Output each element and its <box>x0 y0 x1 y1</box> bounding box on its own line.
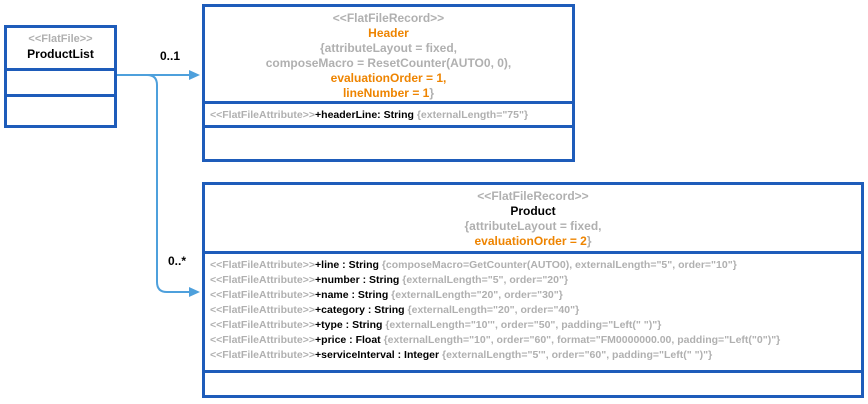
attribute-stereotype: <<FlatFileAttribute>> <box>210 109 316 121</box>
product-constraint-line: evaluationOrder = 2} <box>205 234 861 249</box>
productlist-class-box: <<FlatFile>> ProductList <box>4 25 117 128</box>
attribute-props: {externalLength="5'", order="60", paddin… <box>441 349 713 361</box>
attribute-name: +category : String <box>315 304 408 316</box>
product-constraint-line: {attributeLayout = fixed, <box>464 219 602 233</box>
product-constraint-tail: } <box>586 234 592 248</box>
attribute-name: +type : String <box>315 319 386 331</box>
attribute-stereotype: <<FlatFileAttribute>> <box>210 304 316 316</box>
attribute-stereotype: <<FlatFileAttribute>> <box>210 289 316 301</box>
header-constraint-tail: } <box>429 86 435 100</box>
header-constraint-line: {attributeLayout = fixed, <box>319 41 458 55</box>
productlist-title-compartment: <<FlatFile>> ProductList <box>7 28 114 68</box>
header-name: Header <box>368 26 409 40</box>
attribute-stereotype: <<FlatFileAttribute>> <box>210 319 316 331</box>
header-title-compartment: <<FlatFileRecord>> Header {attributeLayo… <box>205 7 572 101</box>
attribute-row: <<FlatFileAttribute>>+headerLine: String… <box>210 108 572 123</box>
attribute-row: <<FlatFileAttribute>>+number : String {e… <box>210 273 861 288</box>
attribute-name: +serviceInterval : Integer <box>315 349 442 361</box>
attribute-props: {externalLength="10'", order="50", paddi… <box>385 319 662 331</box>
attribute-stereotype: <<FlatFileAttribute>> <box>210 349 316 361</box>
attribute-name: +name : String <box>315 289 392 301</box>
attribute-name: +headerLine: String <box>315 109 417 121</box>
attribute-props: {composeMacro=GetCounter(AUTO0), externa… <box>381 259 737 271</box>
attribute-props: {externalLength="20", order="40"} <box>407 304 580 316</box>
header-constraint-line: lineNumber = 1} <box>205 86 572 101</box>
attribute-name: +line : String <box>315 259 382 271</box>
edge-productlist-to-product <box>117 74 191 293</box>
header-record-box: <<FlatFileRecord>> Header {attributeLayo… <box>202 4 575 162</box>
product-empty-compartment <box>205 370 861 395</box>
product-attributes-compartment: <<FlatFileAttribute>>+line : String {com… <box>205 251 861 370</box>
header-empty-compartment <box>205 125 572 159</box>
attribute-row: <<FlatFileAttribute>>+category : String … <box>210 303 861 318</box>
attribute-stereotype: <<FlatFileAttribute>> <box>210 259 316 271</box>
productlist-empty-compartment-2 <box>7 94 114 125</box>
product-name: Product <box>510 204 556 218</box>
product-stereotype: <<FlatFileRecord>> <box>477 189 589 203</box>
attribute-name: +price : Float <box>315 334 384 346</box>
attribute-props: {externalLength="20", order="30"} <box>391 289 563 301</box>
attribute-row: <<FlatFileAttribute>>+line : String {com… <box>210 258 861 273</box>
productlist-empty-compartment-1 <box>7 68 114 94</box>
attribute-props: {externalLength="5", order="20"} <box>402 274 569 286</box>
attribute-row: <<FlatFileAttribute>>+name : String {ext… <box>210 288 861 303</box>
product-constraint-main: evaluationOrder = 2 <box>474 234 587 248</box>
attribute-name: +number : String <box>315 274 403 286</box>
productlist-name: ProductList <box>27 47 94 61</box>
header-constraint-main: lineNumber = 1 <box>342 86 430 100</box>
header-constraint-line: evaluationOrder = 1, <box>330 71 447 85</box>
productlist-stereotype: <<FlatFile>> <box>28 33 93 45</box>
attribute-row: <<FlatFileAttribute>>+serviceInterval : … <box>210 348 861 363</box>
multiplicity-header-label: 0..1 <box>160 49 181 63</box>
attribute-props: {externalLength="75"} <box>416 109 529 121</box>
multiplicity-product-label: 0..* <box>168 254 187 268</box>
attribute-row: <<FlatFileAttribute>>+price : Float {ext… <box>210 333 861 348</box>
product-record-box: <<FlatFileRecord>> Product {attributeLay… <box>202 182 864 398</box>
product-title-compartment: <<FlatFileRecord>> Product {attributeLay… <box>205 185 861 251</box>
attribute-row: <<FlatFileAttribute>>+type : String {ext… <box>210 318 861 333</box>
attribute-stereotype: <<FlatFileAttribute>> <box>210 334 316 346</box>
header-constraint-line: composeMacro = ResetCounter(AUTO0, 0), <box>265 56 512 70</box>
attribute-stereotype: <<FlatFileAttribute>> <box>210 274 316 286</box>
attribute-props: {externalLength="10", order="60", format… <box>383 334 781 346</box>
header-stereotype: <<FlatFileRecord>> <box>332 11 445 25</box>
header-attributes-compartment: <<FlatFileAttribute>>+headerLine: String… <box>205 101 572 125</box>
arrowhead-header-icon <box>189 70 200 80</box>
arrowhead-product-icon <box>189 287 200 297</box>
